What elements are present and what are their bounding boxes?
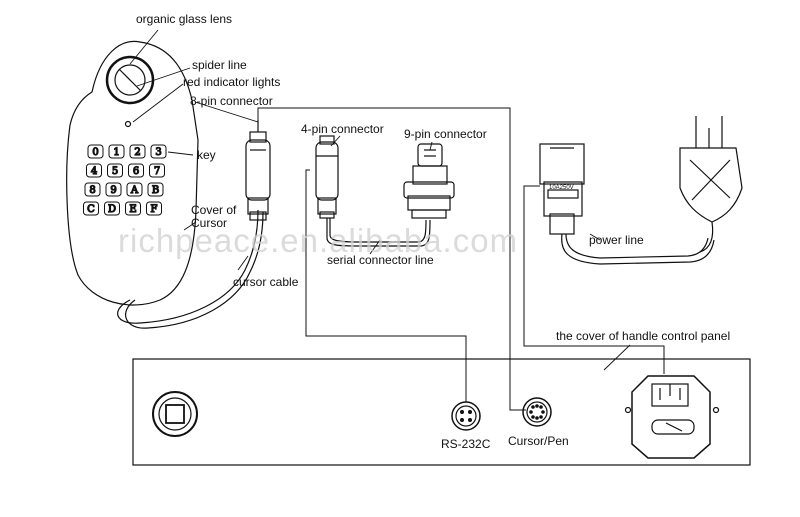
keypad-key-label: D xyxy=(108,204,116,215)
keypad-key xyxy=(84,182,101,197)
four-pin-connector xyxy=(315,135,339,219)
keypad-key-label: 7 xyxy=(154,166,160,177)
cursor-keypad: 0 1 2 3 4 5 6 7 8 9 A B C D E F xyxy=(83,144,167,216)
label-rs232c: RS-232C xyxy=(441,437,491,451)
label-serial-connector-line: serial connector line xyxy=(327,253,434,267)
power-socket-icon xyxy=(624,375,720,459)
keypad-key xyxy=(126,182,143,197)
keypad-key xyxy=(125,201,141,216)
keypad-key-label: A xyxy=(130,185,139,196)
power-switch-icon xyxy=(152,391,198,437)
label-organic-glass-lens: organic glass lens xyxy=(136,12,233,26)
cursor-cable xyxy=(117,209,259,324)
rs232c-port-icon xyxy=(451,401,481,431)
handle-control-panel xyxy=(132,358,751,466)
serial-connector-line xyxy=(326,218,431,247)
keypad-key xyxy=(105,182,122,197)
keypad-key-label: 8 xyxy=(89,185,95,196)
keypad-key-label: 9 xyxy=(110,185,116,196)
spider-line-crosshair xyxy=(118,68,142,92)
plug-rating-text: 10A250V xyxy=(549,185,574,191)
keypad-key-label: E xyxy=(129,204,136,215)
eight-pin-connector xyxy=(245,120,271,221)
label-power-line: power line xyxy=(589,233,644,247)
label-spider-line: spider line xyxy=(192,58,247,72)
label-four-pin-connector: 4-pin connector xyxy=(301,122,384,136)
keypad-key xyxy=(87,144,104,159)
keypad-key xyxy=(149,163,165,178)
label-handle-cover: the cover of handle control panel xyxy=(556,329,731,343)
keypad-key xyxy=(104,201,120,216)
keypad-key xyxy=(128,163,144,178)
keypad-key xyxy=(150,144,167,159)
keypad-key-label: 0 xyxy=(92,147,98,158)
keypad-key-label: 2 xyxy=(134,147,140,158)
cursor-device xyxy=(66,40,199,306)
label-eight-pin-connector: 8-pin connector xyxy=(190,94,273,108)
label-red-indicator-lights: red indicator lights xyxy=(183,75,281,89)
label-key: key xyxy=(197,148,216,162)
rs232c-link xyxy=(305,169,467,402)
keypad-key-label: 6 xyxy=(133,166,139,177)
keypad-key-label: F xyxy=(151,204,158,215)
keypad-key-label: 3 xyxy=(155,147,161,158)
cursor-pen-link xyxy=(257,107,526,411)
power-line-cable xyxy=(561,233,715,265)
mains-plug xyxy=(679,116,743,253)
cursor-pen-port-icon xyxy=(522,397,552,427)
indicator-light-icon xyxy=(124,120,132,128)
nine-pin-connector xyxy=(403,143,455,219)
label-nine-pin-connector: 9-pin connector xyxy=(404,127,487,141)
keypad-key xyxy=(147,182,164,197)
watermark: richpeace.en.alibaba.com xyxy=(118,222,519,259)
keypad-key xyxy=(146,201,162,216)
power-link xyxy=(523,185,665,374)
keypad-key xyxy=(107,163,123,178)
lens-icon xyxy=(105,55,155,105)
keypad-key xyxy=(129,144,146,159)
keypad-key xyxy=(108,144,125,159)
label-cursor-cable: cursor cable xyxy=(233,275,299,289)
label-cursor-pen: Cursor/Pen xyxy=(508,434,569,448)
keypad-key xyxy=(86,163,102,178)
iec-plug xyxy=(539,143,585,235)
keypad-key-label: 5 xyxy=(112,166,118,177)
keypad-key-label: B xyxy=(152,185,159,196)
leader-lines xyxy=(129,29,631,371)
keypad-key-label: C xyxy=(87,204,95,215)
keypad-key-label: 1 xyxy=(113,147,119,158)
keypad-key-label: 4 xyxy=(91,166,97,177)
keypad-key xyxy=(83,201,99,216)
label-cover-of-cursor: Cover of Cursor xyxy=(191,203,237,230)
